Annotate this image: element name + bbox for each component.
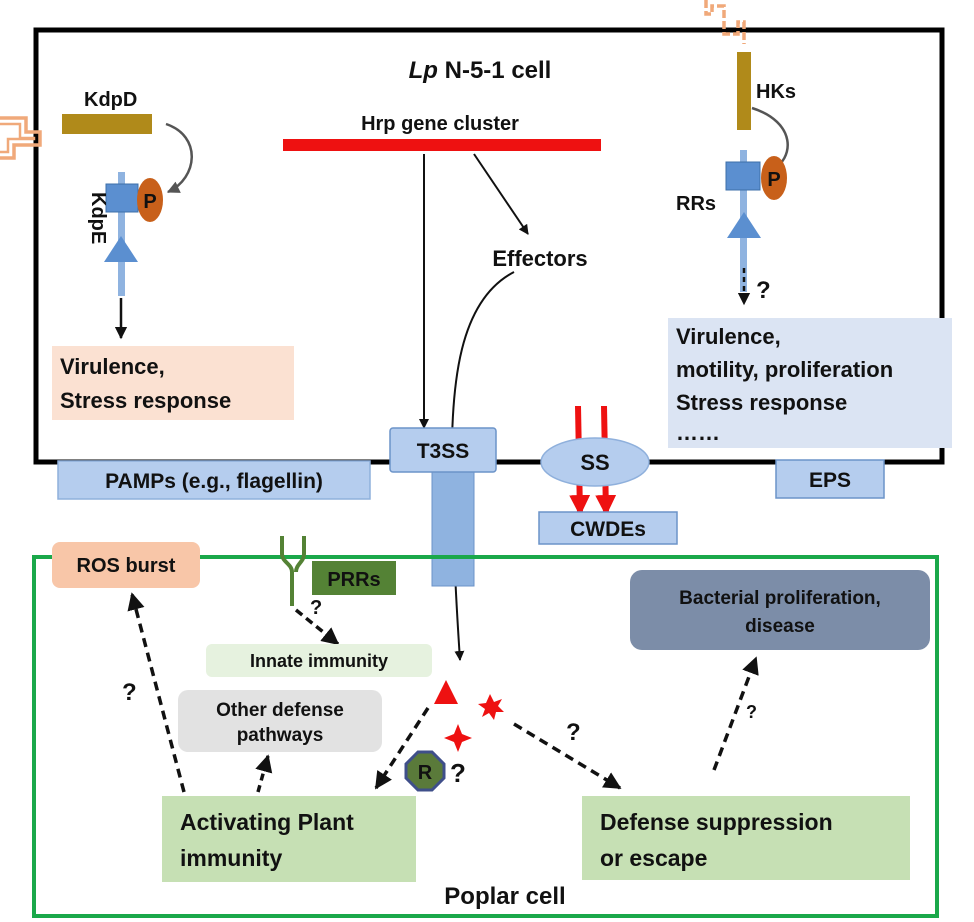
effectors-label: Effectors (492, 246, 587, 271)
r-question: ? (450, 758, 466, 788)
kdp-output-text-2: Stress response (60, 388, 231, 413)
ros-label: ROS burst (77, 555, 176, 577)
effector-to-activating-arrow (374, 707, 430, 790)
bacterial-question: ? (746, 702, 757, 722)
rrs-receiver-square (725, 161, 761, 191)
other-defense-text-1: Other defense (216, 700, 344, 721)
poplar-cell-title: Poplar cell (444, 883, 565, 910)
prr-to-innate-arrow (294, 608, 340, 646)
prrs-box (312, 561, 396, 595)
other-defense-box (178, 690, 382, 752)
r-label: R (418, 762, 433, 784)
prrs-label: PRRs (327, 569, 380, 591)
activating-text-1: Activating Plant (180, 809, 354, 835)
bacterial-text-1: Bacterial proliferation, (679, 588, 881, 609)
prr-question: ? (310, 597, 322, 619)
t3ss-box (389, 427, 497, 473)
ss-label: SS (580, 450, 609, 475)
hrp-cluster-bar (283, 139, 601, 151)
activating-to-other-arrow (255, 754, 273, 793)
hks-bar (737, 52, 751, 130)
cwdes-label: CWDEs (570, 518, 646, 541)
lp-cell-title: Lp N-5-1 cell (409, 57, 552, 84)
hk-output-text-2: motility, proliferation (676, 357, 893, 382)
bacterial-text-2: disease (745, 616, 815, 637)
rrs-label: RRs (676, 193, 716, 215)
rrs-question: ? (756, 277, 771, 304)
effector-triangle-icon (434, 680, 458, 704)
hks-label: HKs (756, 81, 796, 103)
rrs-phospho-circle (761, 156, 787, 200)
activating-to-ros-arrow (127, 592, 186, 793)
suppression-question: ? (566, 719, 581, 746)
effector-star-icon (478, 694, 504, 720)
other-defense-text-2: pathways (237, 725, 324, 746)
hrp-to-effectors-arrow (473, 153, 529, 235)
hk-output-text-4: …… (676, 420, 720, 445)
kdpd-membrane-loop-icon (0, 116, 42, 160)
suppression-box (582, 796, 910, 880)
kdpe-triangle (104, 236, 138, 262)
pamps-box (57, 460, 371, 500)
kdpd-phospho-arrow (165, 122, 193, 194)
ros-box (52, 542, 200, 588)
bacterial-box (630, 570, 930, 650)
kdpd-bar (62, 114, 152, 134)
kdp-output-box (52, 346, 294, 420)
cwdes-box (538, 511, 678, 545)
eps-label: EPS (809, 469, 851, 492)
rrs-phospho-label: P (767, 169, 780, 191)
kdpd-label: KdpD (84, 89, 137, 111)
ss-ellipse (540, 437, 650, 487)
kdp-output-text-1: Virulence, (60, 354, 165, 379)
suppression-to-bacterial-arrow (712, 656, 759, 771)
kdpe-phospho-circle (137, 178, 163, 222)
hk-output-text-3: Stress response (676, 390, 847, 415)
innate-label: Innate immunity (250, 651, 388, 671)
kdpe-phospho-label: P (143, 191, 156, 213)
ros-question: ? (122, 679, 137, 706)
activating-box (162, 796, 416, 882)
poplar-cell-border (32, 555, 939, 918)
kdpe-stalk (118, 172, 125, 296)
eps-box (775, 459, 885, 499)
effector-to-suppression-arrow (513, 722, 622, 790)
hk-output-text-1: Virulence, (676, 324, 781, 349)
activating-text-2: immunity (180, 845, 282, 871)
effector-sparkle-icon (444, 724, 472, 752)
suppression-text-1: Defense suppression (600, 809, 833, 835)
prr-receptor-icon (280, 536, 306, 606)
kdpe-label: KdpE (87, 192, 109, 244)
r-protein-octagon (404, 750, 446, 792)
hk-output-box (668, 318, 952, 448)
innate-box (206, 644, 432, 677)
kdpe-receiver-square (105, 183, 139, 213)
hk-membrane-loop-icon (704, 0, 746, 44)
hrp-cluster-label: Hrp gene cluster (361, 113, 519, 135)
t3ss-label: T3SS (417, 440, 470, 463)
rrs-triangle (727, 212, 761, 238)
t3ss-channel (431, 467, 475, 587)
pamps-label: PAMPs (e.g., flagellin) (105, 470, 323, 493)
suppression-text-2: or escape (600, 845, 707, 871)
